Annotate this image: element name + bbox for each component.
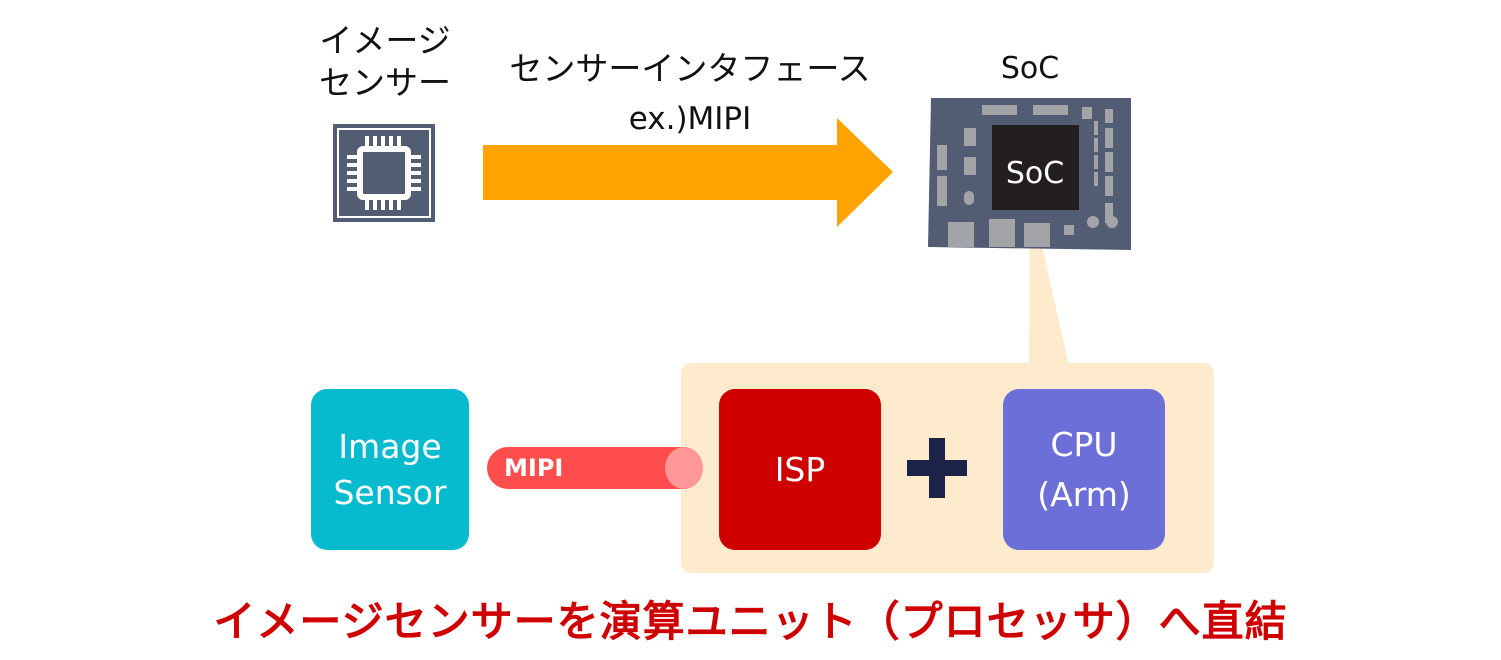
caption-line-1: イメージ (319, 21, 451, 60)
isp-block: ISP (719, 389, 881, 550)
chip-icon (333, 124, 435, 222)
plus-icon (907, 438, 967, 498)
interface-subtitle: ex.)MIPI (628, 101, 752, 137)
image-sensor-caption: イメージ センサー (300, 20, 470, 104)
circuit-board-icon: SoC (925, 95, 1135, 255)
soc-title: SoC (1000, 51, 1060, 86)
image-sensor-label-2: Sensor (333, 472, 447, 512)
soc-chip-label: SoC (1006, 156, 1064, 191)
mipi-link-end (665, 447, 703, 489)
arrow-right-icon (483, 118, 893, 227)
caption-line-2: センサー (319, 63, 451, 102)
cpu-block: CPU (Arm) (1003, 389, 1165, 550)
image-sensor-label-1: Image (338, 426, 442, 466)
isp-label: ISP (774, 450, 826, 489)
cpu-label-2: (Arm) (1037, 474, 1131, 514)
interface-title: センサーインタフェース (509, 49, 871, 88)
cpu-label-1: CPU (1050, 424, 1118, 464)
image-sensor-block: Image Sensor (311, 389, 469, 550)
mipi-link-label: MIPI (504, 454, 564, 482)
summary-caption: イメージセンサーを演算ユニット（プロセッサ）へ直結 (213, 597, 1288, 646)
mipi-link (487, 447, 687, 489)
